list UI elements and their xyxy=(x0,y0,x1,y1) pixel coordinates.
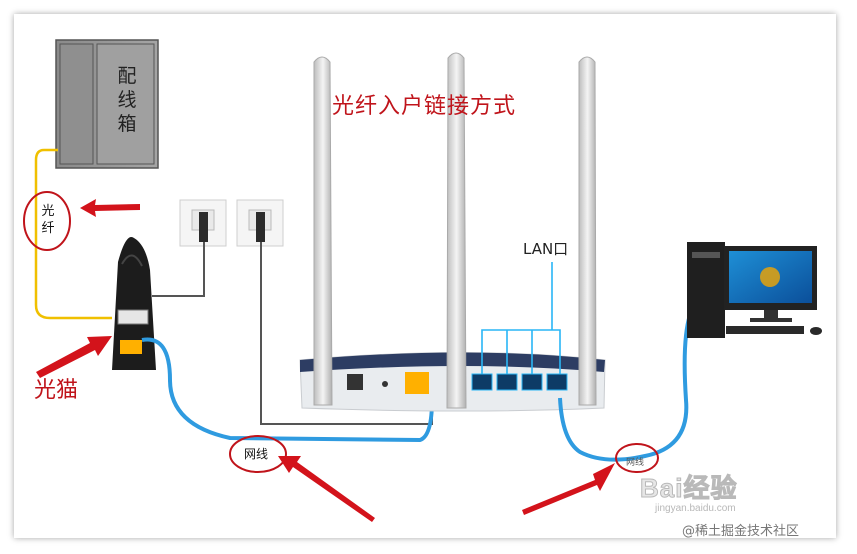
wall-socket-2 xyxy=(236,199,284,247)
baidu-jingyan-watermark: Bai经验 xyxy=(639,473,738,504)
cable-highlight-circle-right xyxy=(615,443,659,473)
lan-port-label: LAN口 xyxy=(523,240,569,258)
arrow-to-fiber xyxy=(80,199,140,217)
fiber-cable xyxy=(34,148,112,320)
network-cable-label-left: 网线 xyxy=(244,447,269,461)
wall-socket-1 xyxy=(179,199,227,247)
arrow-to-modem xyxy=(36,336,112,378)
diagram-title: 光纤入户链接方式 xyxy=(332,94,517,119)
network-cable-label-right: 网线 xyxy=(626,458,645,468)
distribution-box-label: 配线箱 xyxy=(117,65,137,135)
arrow-to-cable-right xyxy=(522,463,615,515)
computer xyxy=(687,242,822,338)
modem-network-cable xyxy=(141,337,434,443)
arrow-to-cable-left xyxy=(278,456,375,522)
router-antennas xyxy=(313,52,597,409)
cable-highlight-circle-left xyxy=(229,435,287,473)
phone-cable xyxy=(152,242,205,297)
annotation-arrows xyxy=(36,199,615,522)
distribution-box xyxy=(55,39,159,169)
pc-network-cable xyxy=(558,314,692,462)
fiber-label: 光纤 xyxy=(41,204,55,236)
watermark-credit: @稀土掘金技术社区 xyxy=(682,524,800,539)
optical-modem-label: 光猫 xyxy=(34,378,79,403)
fiber-highlight-circle xyxy=(23,191,71,251)
optical-modem xyxy=(112,237,156,370)
watermark-url: jingyan.baidu.com xyxy=(655,503,736,514)
